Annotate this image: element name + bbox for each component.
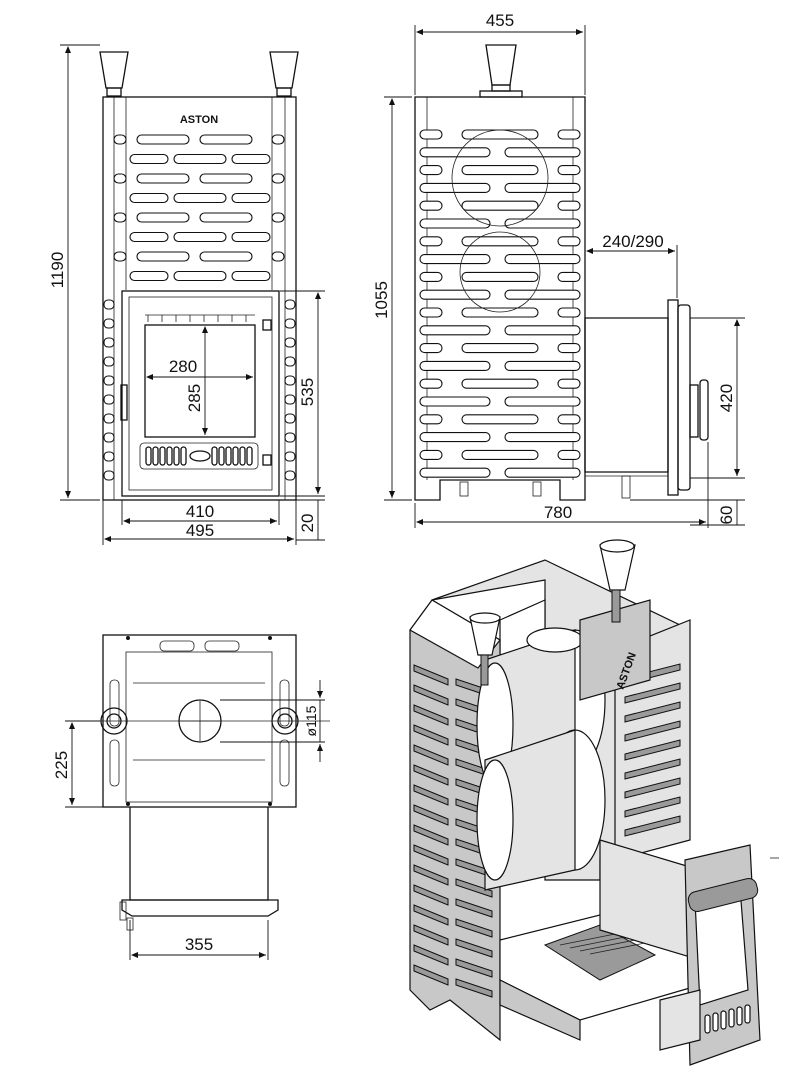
door-air-vents <box>145 315 253 466</box>
inner-width-dim: 410 <box>186 502 214 521</box>
side-height-dim: 1055 <box>372 281 391 319</box>
firebox-door <box>121 290 280 497</box>
outer-width-dim: 495 <box>186 521 214 540</box>
left-chimney-cup <box>99 51 129 89</box>
right-chimney-cup <box>269 51 299 89</box>
side-base-height-dim: 60 <box>717 506 736 525</box>
front-vent-slots <box>103 134 296 481</box>
side-chimney-cup <box>485 44 517 86</box>
front-body-outline <box>102 96 297 501</box>
iso-grate <box>543 924 657 981</box>
door-height-dim: 535 <box>298 378 317 406</box>
glass-width-dim: 280 <box>169 357 197 376</box>
iso-lower-cylinder-end <box>476 759 514 881</box>
tunnel-width-dim: 355 <box>185 935 213 954</box>
tunnel-door-height-dim: 420 <box>717 384 736 412</box>
side-view: 455 1055 240/290 420 60 780 <box>372 11 745 528</box>
door-handle <box>120 384 128 421</box>
isometric-cutaway-view: ASTON <box>409 539 779 1066</box>
top-view: 225 ø115 355 <box>52 634 330 960</box>
door-glass <box>144 324 256 438</box>
front-logo: ASTON <box>180 114 218 126</box>
front-view: ASTON 280 285 1190 535 20 <box>48 44 325 545</box>
side-vent-slots <box>419 129 581 478</box>
offset-dim: 225 <box>52 751 71 779</box>
side-body-outline <box>414 96 586 501</box>
total-height-dim: 1190 <box>48 252 67 289</box>
total-depth-dim: 780 <box>544 503 572 522</box>
base-height-dim: 20 <box>298 514 317 533</box>
side-tunnel <box>584 317 669 473</box>
tunnel-length-dim: 240/290 <box>602 232 663 251</box>
glass-height-dim: 285 <box>185 384 204 412</box>
tunnel-front-frame <box>121 899 279 917</box>
flue-diameter-dim: ø115 <box>303 705 319 736</box>
side-width-dim: 455 <box>486 11 514 30</box>
